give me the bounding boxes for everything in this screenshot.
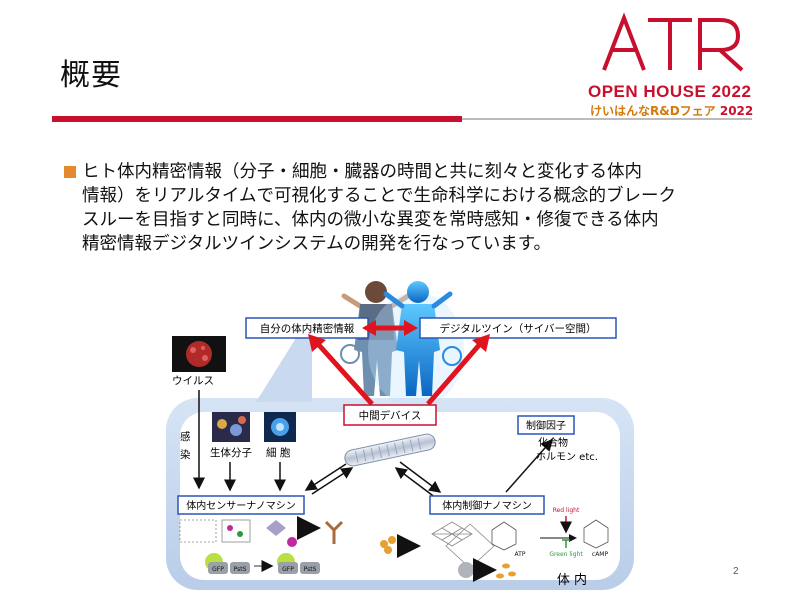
camp-label: cAMP	[592, 551, 609, 558]
overview-bullet: ヒト体内精密情報（分子・細胞・臓器の時間と共に刻々と変化する体内 情報）をリアル…	[64, 160, 754, 256]
biomolecule-image	[212, 412, 250, 442]
page-number: 2	[733, 566, 739, 577]
control-nanomachine-box: 体内制御ナノマシン	[429, 495, 545, 515]
control-factor-box: 制御因子	[517, 415, 575, 435]
slide-title: 概要	[60, 58, 122, 93]
control-mechanism-illustration: ATP Red light Green light cAMP	[380, 507, 609, 582]
bullet-text: ヒト体内精密情報（分子・細胞・臓器の時間と共に刻々と変化する体内 情報）をリアル…	[82, 160, 754, 256]
sensor-psts-label-2: PstS	[304, 566, 317, 573]
red-light-label: Red light	[553, 507, 580, 514]
bullet-line-2: 情報）をリアルタイムで可視化することで生命科学における概念的ブレーク	[82, 186, 676, 206]
bullet-line-3: スルーを目指すと同時に、体内の微小な異変を常時感知・修復できる体内	[82, 210, 659, 230]
sensor-nanomachine-label: 体内センサーナノマシン	[186, 499, 296, 512]
atp-label: ATP	[515, 551, 526, 558]
self-info-label: 自分の体内精密情報	[260, 322, 355, 335]
self-info-box: 自分の体内精密情報	[245, 317, 369, 339]
bullet-line-1: ヒト体内精密情報（分子・細胞・臓器の時間と共に刻々と変化する体内	[82, 162, 642, 182]
logo-subtitle: けいはんなR&Dフェア 2022	[590, 102, 753, 119]
title-rule-gray	[462, 118, 752, 120]
red-sync-arrows	[308, 320, 490, 406]
sensor-psts-label: PstS	[234, 566, 247, 573]
infection-char-2: 染	[180, 448, 191, 461]
biomolecule-label: 生体分子	[210, 446, 252, 459]
logo-subtitle-jp: けいはんなR&Dフェア	[590, 104, 716, 118]
control-nanomachine-label: 体内制御ナノマシン	[442, 499, 532, 512]
sensor-mechanism-illustration: GFP PstS GFP PstS	[179, 516, 344, 574]
bullet-square-icon	[64, 166, 76, 178]
virus-label: ウイルス	[172, 375, 214, 387]
green-light-label: Green light	[549, 551, 583, 558]
intermediate-device-label: 中間デバイス	[359, 409, 422, 422]
cell-image	[264, 412, 296, 442]
capsule-device-icon	[344, 433, 436, 467]
intermediate-device-box: 中間デバイス	[343, 404, 437, 426]
in-body-label: 体 内	[557, 572, 587, 588]
device-sensor-arrows	[304, 463, 354, 495]
sensor-nanomachine-box: 体内センサーナノマシン	[177, 495, 305, 515]
logo-open-house: OPEN HOUSE 2022	[588, 82, 752, 101]
compound-label: 化合物	[538, 436, 568, 449]
title-rule-red	[52, 116, 462, 122]
atr-logo: OPEN HOUSE 2022 けいはんなR&Dフェア 2022	[586, 12, 753, 118]
control-factor-label: 制御因子	[526, 419, 566, 432]
virus-image	[172, 336, 226, 372]
cell-label: 細 胞	[266, 446, 291, 459]
atr-logo-mark	[602, 12, 744, 72]
control-factor-arrow	[505, 438, 553, 493]
logo-subtitle-year: 2022	[719, 104, 754, 118]
sensor-gfp-label-2: GFP	[282, 566, 294, 573]
digital-twin-box: デジタルツイン（サイバー空間）	[419, 317, 617, 339]
bullet-line-4: 精密情報デジタルツインシステムの開発を行なっています。	[82, 234, 551, 254]
hormone-label: ホルモン etc.	[536, 451, 598, 463]
sensor-gfp-label: GFP	[212, 566, 224, 573]
digital-twin-label: デジタルツイン（サイバー空間）	[439, 322, 596, 335]
device-control-arrows	[394, 461, 442, 499]
infection-char-1: 感	[180, 430, 191, 443]
